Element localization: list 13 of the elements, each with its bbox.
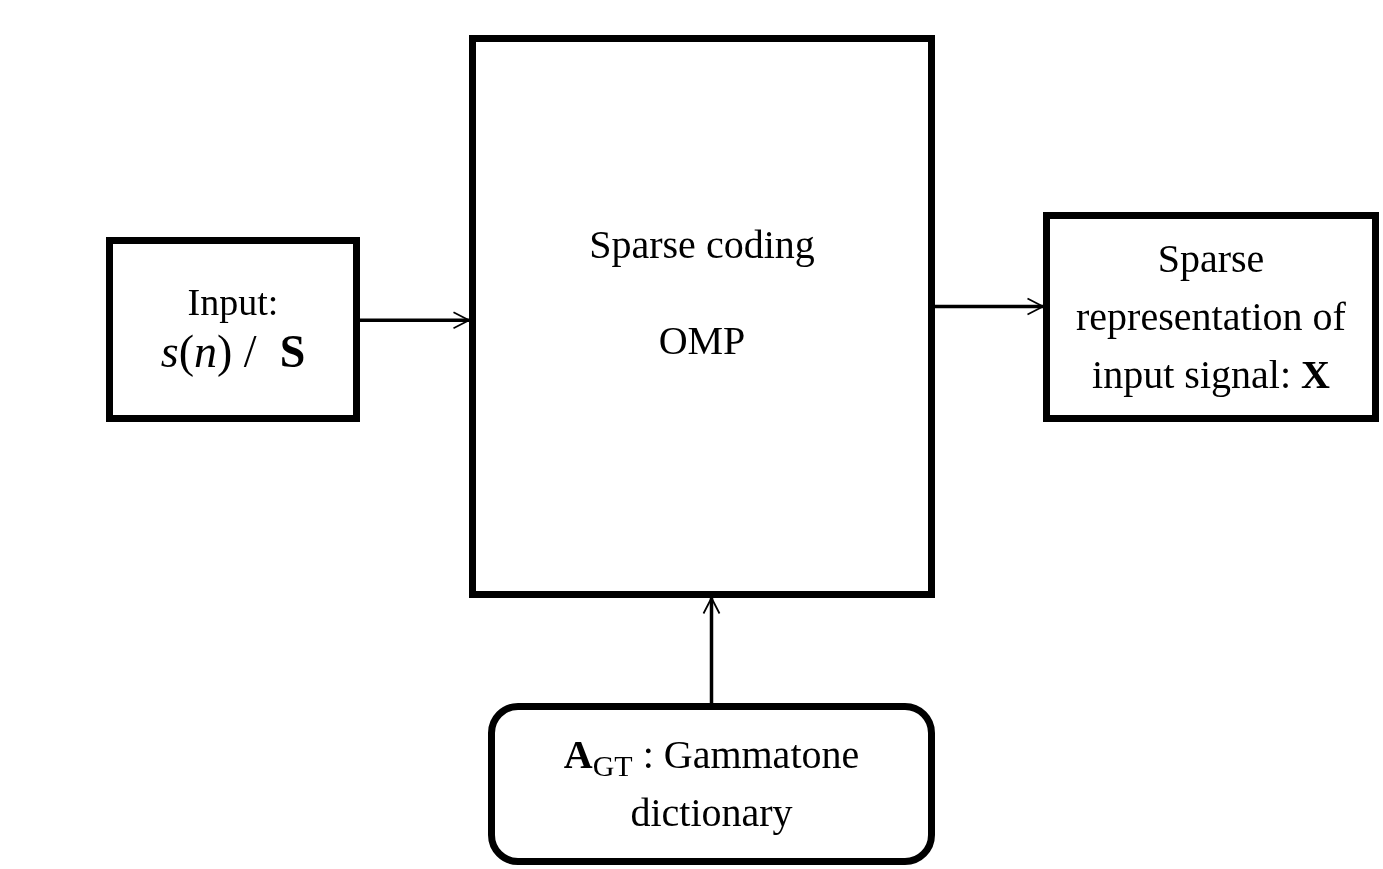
box-text: A$_{GT}$ : Gammatone dictionary <box>562 731 861 837</box>
arrow <box>935 297 1044 316</box>
arrow <box>702 597 721 703</box>
process-box <box>488 703 935 865</box>
box-text: Input: <box>187 279 279 324</box>
process-box <box>469 35 935 598</box>
box-text: OMP <box>658 318 746 364</box>
process-box <box>106 237 360 422</box>
arrow <box>360 311 470 330</box>
process-box <box>1043 212 1379 422</box>
box-text: Sparse coding <box>589 222 815 268</box>
box-text: Sparse representation of input signal: X <box>1075 235 1347 399</box>
box-text: s(n) / S <box>160 324 306 379</box>
